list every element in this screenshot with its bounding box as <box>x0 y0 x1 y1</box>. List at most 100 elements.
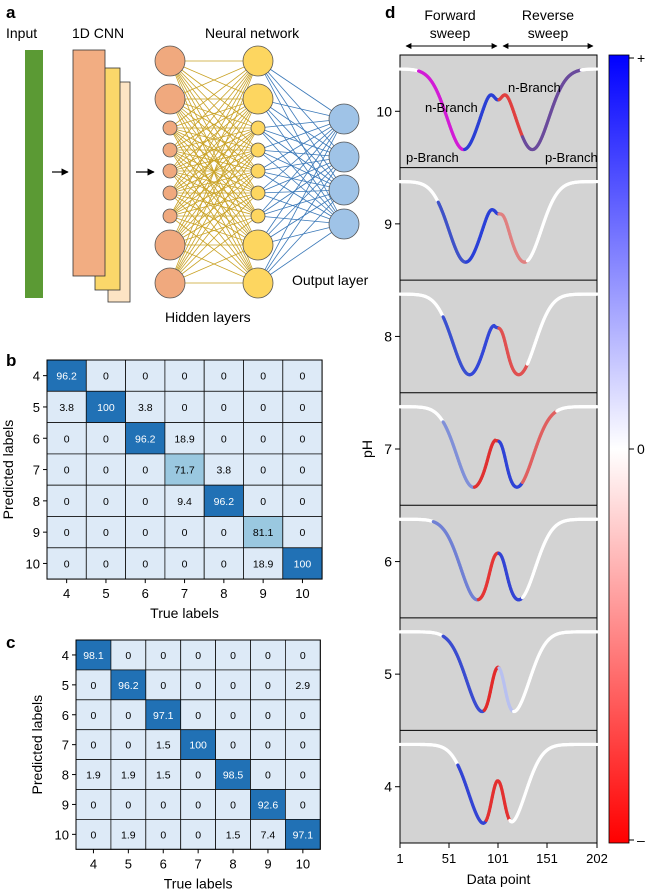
cm-cell <box>250 729 286 761</box>
cm-cell <box>215 699 251 731</box>
edge-h2-out <box>257 98 345 225</box>
y-tick-label: 6 <box>33 431 40 446</box>
hidden1-node <box>154 267 186 299</box>
output-node <box>328 208 360 240</box>
x-tick-label: 10 <box>295 586 309 601</box>
x-axis-title: True labels <box>150 605 219 621</box>
cm-cell-value: 1.5 <box>156 740 171 752</box>
cm-cell-value: 92.6 <box>258 799 279 811</box>
edge-h2-out <box>257 118 345 284</box>
edge-h2-out <box>257 189 345 284</box>
edge-h1-h2 <box>169 215 259 284</box>
cm-cell-value: 0 <box>230 650 236 662</box>
cm-cell-value: 0 <box>230 680 236 692</box>
cm-cell-value: 0 <box>125 710 131 722</box>
hidden1-node <box>162 208 178 224</box>
n-branch-right-label: n-Branch <box>508 80 561 95</box>
x-tick-label: 4 <box>90 856 97 871</box>
panel-b-label: b <box>6 351 16 370</box>
cm-cell-value: 0 <box>195 829 201 841</box>
cm-cell <box>215 789 251 820</box>
cm-cell-value: 0 <box>221 371 227 383</box>
edge-h1-h2 <box>169 170 259 194</box>
cm-cell-value: 0 <box>195 799 201 811</box>
edge-h2-out <box>257 60 345 120</box>
y-tick-label: 6 <box>62 708 69 723</box>
output-node <box>328 141 360 173</box>
x-tick-label: 8 <box>220 586 227 601</box>
x-tick-label: 5 <box>125 856 132 871</box>
cm-cell <box>46 516 87 549</box>
y-tick-label: 10 <box>55 827 69 842</box>
cm-cell-value: 0 <box>300 770 306 782</box>
edge-h1-h2 <box>169 215 259 246</box>
cm-cell <box>250 819 286 850</box>
cm-cell <box>164 390 205 423</box>
y-axis-title: Predicted labels <box>29 695 45 795</box>
edge-h1-h2 <box>169 149 259 246</box>
edge-h2-out <box>257 127 345 191</box>
cm-cell-value: 0 <box>142 527 148 539</box>
cm-cell-value: 100 <box>97 402 115 414</box>
panel-a-label: a <box>6 3 16 22</box>
cm-cell <box>85 390 127 423</box>
cm-cell <box>110 789 147 820</box>
cm-cell-value: 0 <box>230 799 236 811</box>
cm-cell-value: 0 <box>160 680 166 692</box>
y-tick-label: 4 <box>33 369 40 384</box>
n-branch-left-label: n-Branch <box>425 100 478 115</box>
cm-cell <box>85 453 127 486</box>
cm-cell-value: 0 <box>160 650 166 662</box>
ph-strips <box>398 67 599 825</box>
cm-cell-value: 0 <box>300 402 306 414</box>
cm-cell-value: 97.1 <box>293 829 314 841</box>
panel-a: a Input 1D CNN Neural network Hidden lay… <box>6 3 369 325</box>
cm-cell-value: 100 <box>294 558 312 570</box>
edge-h1-h2 <box>169 127 259 284</box>
edge-h1-h2 <box>169 60 259 100</box>
cm-cell-value: 18.9 <box>174 433 195 445</box>
cm-cell-value: 0 <box>230 710 236 722</box>
edge-h1-h2 <box>169 98 259 284</box>
x-tick-label: 1 <box>396 851 403 866</box>
hidden1-node <box>162 163 178 179</box>
edge-h2-out <box>257 118 345 246</box>
cm-cell <box>243 359 284 392</box>
output-layer-label: Output layer <box>292 272 369 288</box>
cm-cell-value: 0 <box>142 558 148 570</box>
input-bar <box>25 50 43 298</box>
edge-h2-out <box>257 149 345 191</box>
edge-h1-h2 <box>169 127 259 194</box>
edge-h1-h2 <box>169 149 259 217</box>
input-label: Input <box>6 25 37 41</box>
cm-cell <box>284 729 321 761</box>
cm-cell-value: 0 <box>221 433 227 445</box>
cm-cell <box>125 390 166 423</box>
x-tick-label: 9 <box>264 856 271 871</box>
edge-h1-h2 <box>169 127 259 172</box>
edge-h1-h2 <box>169 170 259 217</box>
colorbar-tick-label: – <box>637 832 645 848</box>
x-tick-label: 9 <box>260 586 267 601</box>
cm-cell-value: 0 <box>182 371 188 383</box>
ph-strip <box>398 517 599 602</box>
output-node <box>328 103 360 135</box>
cm-cell-value: 0 <box>300 799 306 811</box>
edge-h2-out <box>257 156 345 194</box>
colorbar <box>608 54 630 844</box>
x-tick-label: 7 <box>181 586 188 601</box>
panel-c-label: c <box>6 633 15 652</box>
cm-cell-value: 1.9 <box>121 770 136 782</box>
y-tick-label: 9 <box>384 216 392 232</box>
cm-cell <box>180 669 216 701</box>
hidden2-node <box>250 163 266 179</box>
cm-cell <box>284 789 321 820</box>
cm-cell-value: 0 <box>230 740 236 752</box>
forward-label-1: Forward <box>424 7 475 23</box>
cm-cell-value: 0 <box>300 465 306 477</box>
nn-label: Neural network <box>205 25 300 41</box>
cm-cell <box>250 669 286 701</box>
cm-cell-value: 96.2 <box>118 680 139 692</box>
edge-h1-h2 <box>169 170 259 284</box>
